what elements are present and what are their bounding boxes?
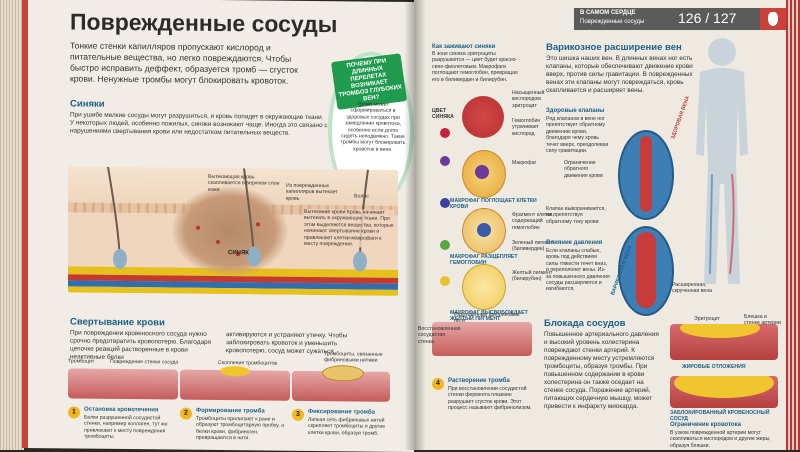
label-macrophage: Макрофаг: [512, 160, 537, 166]
label-blood-escape: Вытекание крови Кровь начинает вытекать …: [304, 208, 394, 249]
label-fragment: Фрагмент клетки, содержащий гемоглобин: [512, 212, 554, 231]
label-fibrin-platelets: Тромбоциты, связанные фибриновыми нитями: [324, 351, 383, 365]
intro-text: Тонкие стенки капилляров пропускают кисл…: [70, 40, 298, 86]
label-enlarged-vein: Расширенная, скрученная вена: [672, 282, 713, 295]
artery-blocked-diagram: [670, 376, 778, 408]
healthy-vein-blood: [640, 136, 652, 212]
valves-text: Ряд клапанов в вене ног препятствует обр…: [546, 116, 609, 155]
section-heading-blockage: Блокада сосудов: [544, 318, 626, 329]
color-dot-red: [440, 128, 450, 138]
caption-split: МАКРОФАГ РАЗЩЕПЛЯЕТ ГЕМОГЛОБИН: [450, 254, 518, 267]
valves-title: Здоровые клапаны: [546, 108, 605, 114]
pressure-title: Влияние давления: [546, 240, 603, 246]
label-fatty-deposits: ЖИРОВЫЕ ОТЛОЖЕНИЯ: [682, 364, 746, 370]
book-page-edge-left: [0, 0, 24, 450]
limit-title: Ограничение кровотока: [670, 422, 741, 428]
clot-diagram-step-2: [180, 366, 290, 401]
label-bruise: СИНЯК: [228, 250, 249, 257]
step-number-4: 4: [432, 378, 444, 390]
page-numbers: 126 / 127: [678, 10, 737, 26]
book-page-edge-right: [786, 0, 800, 450]
color-dot-blue: [440, 198, 450, 208]
hair-follicles: [107, 166, 369, 272]
fibrin-clot: [322, 365, 364, 382]
clot-diagram-step-3: [292, 365, 390, 402]
macrophage-cell-3: [462, 264, 506, 310]
varicose-vein-circle: [618, 226, 674, 316]
label-thrombocyte: Тромбоцит: [68, 358, 95, 365]
header-subsection: Поврежденные сосуды: [580, 19, 645, 25]
hemoglobin-fragment: [477, 223, 491, 237]
step-number-1: 1: [68, 406, 80, 419]
label-erythrocyte: Эритроцит: [694, 316, 720, 322]
label-bruise-color: ЦВЕТ СИНЯКА: [432, 108, 454, 121]
step-3-text: Липкая сеть фибриновых нитей скрепляет т…: [308, 416, 386, 437]
dissolve-diagram: [432, 322, 532, 356]
platelet-plug: [220, 366, 250, 377]
section-heading-varicose: Варикозное расширение вен: [546, 42, 682, 53]
bruise-color-scale: [440, 128, 450, 308]
label-vessel-damage: Повреждение стенки сосуда: [110, 358, 179, 366]
plaque-block: [674, 376, 774, 398]
varicose-vein-blood: [636, 232, 656, 308]
fatty-deposit: [680, 324, 760, 338]
running-header: В САМОМ СЕРДЦЕ Поврежденные сосуды 126 /…: [574, 8, 779, 30]
label-yellow-pigment: Желтый пигмент (билирубин): [512, 270, 553, 283]
skin-illustration: Вытекающая кровь скапливается в верхнем …: [68, 166, 398, 296]
macrophage-cell-1: [462, 150, 506, 198]
clotting-steps: Тромбоцит Повреждение стенки сосуда Скоп…: [68, 351, 390, 452]
cells-title: Как заживают синяки: [432, 44, 496, 50]
section-heading-bruise: Синяки: [70, 98, 105, 110]
label-restored-wall: Восстановленная сосудистая стенка: [418, 326, 461, 345]
macrophage-cell-2: [462, 208, 506, 254]
label-lost-oxygen: Гемоглобин утрачивает кислород: [512, 118, 541, 137]
label-fibrin-broken: Разрушенные фибриновые нити: [454, 312, 520, 325]
label-green-pigment: Зеленый пигмент (биливердин): [512, 240, 554, 253]
caption-release: МАКРОФАГ ВЫСВОБОЖДАЕТ ЖЕЛТЫЙ ПИГМЕНТ: [450, 310, 528, 323]
clot-diagram-step-1: [68, 368, 178, 400]
left-page: Поврежденные сосуды Тонкие стенки капилл…: [22, 0, 414, 452]
erythrocyte-cell: [462, 96, 504, 138]
limit-text: В узком поврежденной артерии могут скапл…: [670, 430, 771, 449]
healthy-vein-circle: [618, 130, 674, 220]
step-3-title: Фиксирование тромба: [308, 408, 375, 416]
step-2-title: Формирование тромба: [196, 407, 265, 415]
step-number-2: 2: [180, 407, 192, 420]
page-title: Поврежденные сосуды: [70, 8, 338, 38]
human-silhouette: [696, 38, 748, 284]
caption-engulf: МАКРОФАГ ПОГЛОЩАЕТ КЛЕТКИ КРОВИ: [450, 198, 537, 211]
book-gutter: [404, 0, 426, 450]
label-plaque-wall: Блешка в стенке артерии: [744, 314, 781, 327]
chapter-tab: [760, 8, 786, 30]
label-hair: Волос: [354, 193, 369, 200]
section-heading-clotting: Свертывание крови: [70, 316, 165, 329]
callout-text: Тромб может сформироваться в здоровых со…: [340, 101, 406, 153]
step-4-text: При восстановлении сосудистой стенки фер…: [448, 386, 532, 412]
bruise-text: При ушибе мелкие сосуды могут разрушитьс…: [70, 111, 328, 137]
blockage-text: Повышенное артериального давления и высо…: [544, 331, 659, 410]
step-1-text: Белки разрушенной сосудистой стенки, нап…: [84, 414, 168, 441]
label-oxygen-cell: Насыщенный кислородом эритроцит: [512, 90, 545, 109]
label-limited-backflow: Ограничение обратного движения крови: [564, 160, 603, 179]
step-number-3: 3: [292, 408, 304, 421]
step-4-title: Растворение тромба: [448, 378, 510, 384]
label-damaged-capillaries: Из поврежденных капилляров вытекает кров…: [286, 182, 338, 202]
color-dot-purple: [440, 156, 450, 166]
color-dot-green: [440, 240, 450, 250]
heart-icon: [768, 12, 778, 26]
label-blocked-vessel: ЗАБЛОКИРОВАННЫЙ КРОВЕНОСНЫЙ СОСУД: [670, 410, 770, 423]
label-valve-push: Клапан выворачивается, не препятствуя об…: [546, 206, 606, 225]
label-leaking-blood: Вытекающая кровь скапливается в верхнем …: [208, 173, 280, 193]
engulfed-cell: [475, 165, 489, 179]
color-dot-yellow: [440, 276, 450, 286]
varicose-text: Это шишка наших вен. В длинных венах ног…: [546, 55, 693, 94]
cells-intro: В зоне синяка эритроциты разрушаются — ц…: [432, 51, 518, 83]
step-1-title: Остановка кровотечения: [84, 406, 159, 414]
artery-fatty-diagram: [670, 324, 778, 360]
right-page: В САМОМ СЕРДЦЕ Поврежденные сосуды 126 /…: [414, 0, 786, 450]
pressure-text: Если клапаны слабые, кровь под действием…: [546, 248, 610, 293]
page-color-stripe: [22, 0, 28, 449]
header-section: В САМОМ СЕРДЦЕ: [580, 10, 636, 16]
step-2-text: Тромбоциты прилипают к ране и образуют т…: [196, 415, 285, 442]
